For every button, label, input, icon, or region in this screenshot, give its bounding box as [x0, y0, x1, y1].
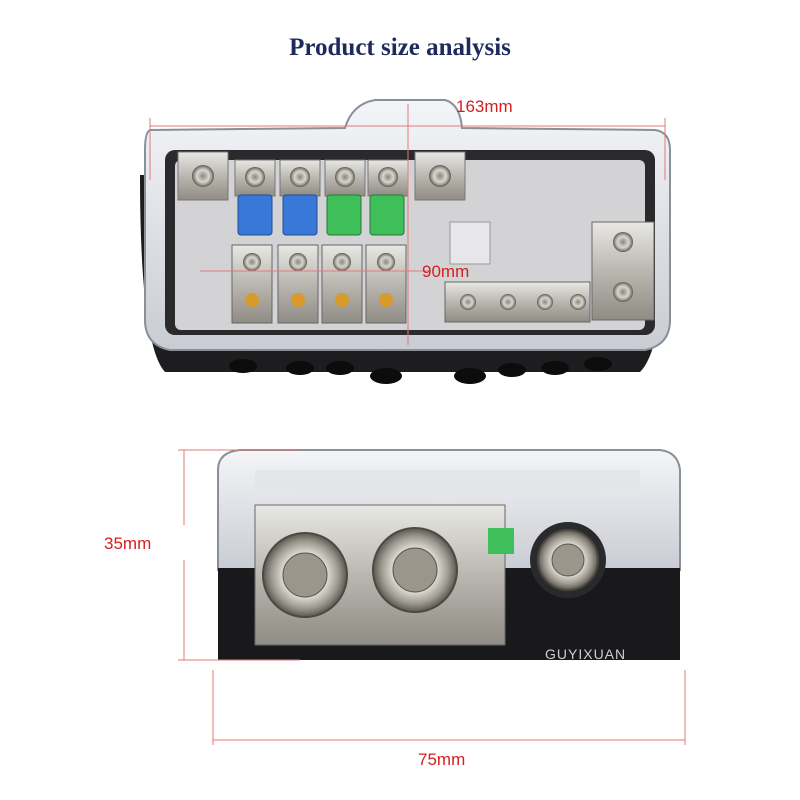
depth-label: 75mm — [418, 750, 466, 769]
watermark-text: GUYIXUAN — [545, 646, 627, 662]
fuse-screws-top — [234, 159, 409, 197]
length-label: 163mm — [456, 97, 513, 116]
terminal-nuts — [262, 522, 606, 618]
wire-holes — [229, 357, 612, 384]
page-title: Product size analysis — [289, 34, 511, 61]
length-dimension — [149, 104, 666, 345]
fuses — [237, 194, 405, 236]
width-label: 90mm — [422, 262, 470, 281]
fuse-block-top-view — [140, 99, 671, 384]
height-label: 35mm — [104, 534, 152, 553]
output-terminals — [231, 244, 407, 324]
height-dimension — [178, 449, 300, 661]
depth-dimension — [212, 670, 686, 745]
fuse-block-end-view — [217, 449, 681, 660]
